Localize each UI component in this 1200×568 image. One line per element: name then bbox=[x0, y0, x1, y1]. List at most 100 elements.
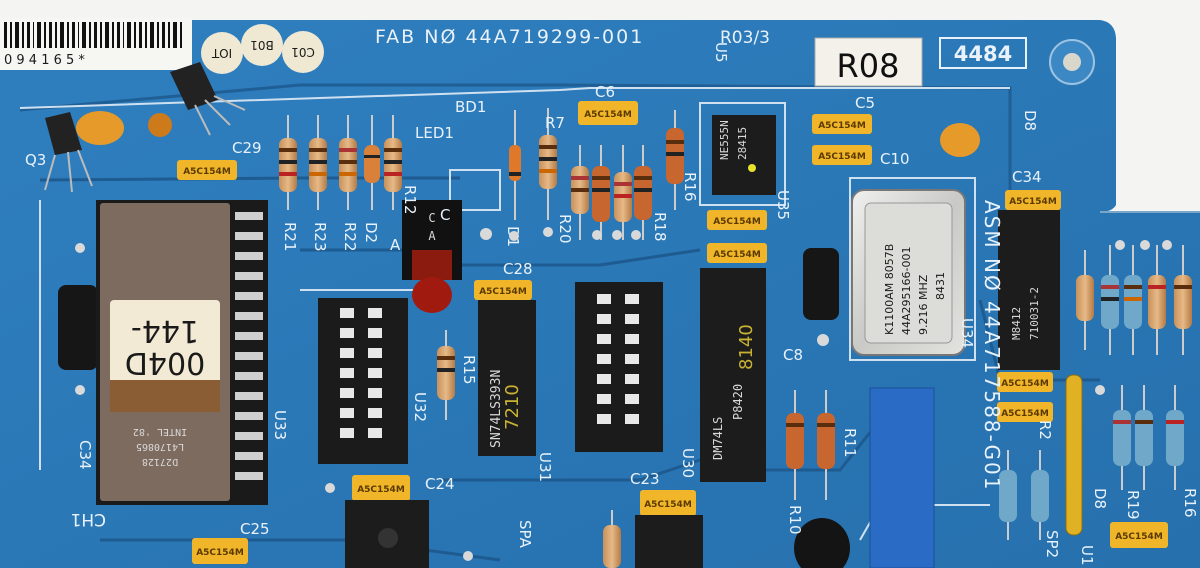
silk-label: U34 bbox=[958, 318, 976, 348]
silk-label: R16 bbox=[681, 172, 699, 202]
tantalum-capacitors: A5C154M A5C154M A5C154M A5C154M A5C154M … bbox=[177, 101, 1168, 564]
svg-text:A5C154M: A5C154M bbox=[1009, 197, 1057, 207]
svg-text:A5C154M: A5C154M bbox=[479, 287, 527, 297]
eprom-marking-line2: L4170865 bbox=[136, 441, 184, 452]
silk-label: R18 bbox=[651, 212, 669, 242]
silk-label: U31 bbox=[536, 452, 554, 482]
capacitor-c5: A5C154M bbox=[812, 114, 872, 134]
silk-label: C28 bbox=[503, 260, 533, 278]
svg-text:A: A bbox=[428, 229, 436, 243]
silk-label: C5 bbox=[855, 94, 875, 112]
svg-text:7210: 7210 bbox=[502, 384, 523, 430]
tantalum-bead-capacitor bbox=[76, 111, 124, 145]
tantalum-bead-capacitor bbox=[148, 113, 172, 137]
silkscreen-labels: C6 C5 C10 C34 C29 C28 C24 C25 C23 C8 BD1… bbox=[25, 42, 1199, 566]
resistor bbox=[1174, 245, 1192, 355]
barcode-sticker: 0 9 4 1 6 5 * bbox=[0, 18, 192, 70]
capacitor: A5C154M bbox=[1110, 522, 1168, 548]
svg-text:A5C154M: A5C154M bbox=[1001, 379, 1049, 389]
silk-label: D8 bbox=[1091, 488, 1109, 509]
tantalum-bead-capacitor bbox=[940, 123, 980, 157]
transistor bbox=[794, 518, 850, 568]
silk-label: R11 bbox=[841, 428, 859, 458]
silk-label: BD1 bbox=[455, 98, 486, 116]
capacitor-c29: A5C154M bbox=[177, 160, 237, 180]
capacitor: A5C154M bbox=[707, 210, 767, 230]
silk-label: R20 bbox=[556, 214, 574, 244]
led-indicator: C A bbox=[402, 200, 462, 313]
capacitor-c24: A5C154M bbox=[352, 475, 410, 501]
crystal-oscillator: K1100AM 8057B 44A295166-001 9.216 MHZ 84… bbox=[851, 189, 966, 356]
silk-label: R21 bbox=[281, 222, 299, 252]
silk-label: D8 bbox=[1021, 110, 1039, 131]
resistor bbox=[1113, 385, 1131, 490]
silk-label: Q3 bbox=[25, 151, 46, 169]
svg-text:NE555N: NE555N bbox=[718, 120, 731, 160]
silk-label: C24 bbox=[425, 475, 455, 493]
silk-label: C23 bbox=[630, 470, 660, 488]
resistor-r11 bbox=[817, 390, 835, 500]
svg-text:A5C154M: A5C154M bbox=[713, 217, 761, 227]
silk-label: U30 bbox=[679, 448, 697, 478]
svg-text:A5C154M: A5C154M bbox=[713, 250, 761, 260]
resistor bbox=[1124, 245, 1142, 355]
transistor-q3 bbox=[44, 112, 93, 193]
silk-label: C bbox=[440, 206, 450, 224]
silk-label: C29 bbox=[232, 139, 262, 157]
board-code-box: 4484 bbox=[939, 37, 1027, 69]
resistor-r7 bbox=[539, 108, 557, 220]
resistor bbox=[364, 115, 380, 210]
dot-sticker-label: C01 bbox=[291, 45, 315, 59]
eprom-label-line2: 004D bbox=[125, 345, 205, 380]
silk-label: R15 bbox=[460, 355, 478, 385]
ic-u32: SN74LS393N 7210 bbox=[478, 300, 536, 456]
dot-sticker-label: IOT bbox=[211, 46, 232, 60]
resistor bbox=[571, 145, 589, 240]
resistor bbox=[1148, 245, 1166, 355]
dip-socket bbox=[575, 282, 663, 452]
resistor bbox=[592, 145, 610, 240]
silk-label: C10 bbox=[880, 150, 910, 168]
capacitor-c28: A5C154M bbox=[474, 280, 532, 300]
svg-text:A5C154M: A5C154M bbox=[183, 167, 231, 177]
capacitor: A5C154M bbox=[997, 402, 1053, 422]
mounting-hole bbox=[1049, 39, 1095, 85]
resistor bbox=[339, 115, 357, 210]
dip-socket-u32 bbox=[318, 298, 408, 464]
resistor bbox=[279, 115, 297, 210]
silk-label: C34 bbox=[76, 440, 94, 470]
silk-label: R22 bbox=[341, 222, 359, 252]
fab-number-label: FAB NØ 44A719299-001 bbox=[375, 26, 644, 48]
svg-text:9.216 MHZ: 9.216 MHZ bbox=[917, 274, 930, 335]
capacitor-c34: A5C154M bbox=[1005, 190, 1061, 210]
svg-text:4484: 4484 bbox=[954, 42, 1012, 66]
revision-sticker: R08 bbox=[814, 37, 923, 87]
capacitor-c6: A5C154M bbox=[578, 101, 638, 125]
capacitor: A5C154M bbox=[812, 145, 872, 165]
capacitor-c25: A5C154M bbox=[192, 538, 248, 564]
resistor bbox=[1101, 245, 1119, 355]
capacitor-c23: A5C154M bbox=[640, 490, 696, 516]
svg-text:A5C154M: A5C154M bbox=[584, 110, 632, 120]
diode-d1 bbox=[509, 110, 521, 220]
silkscreen-lines bbox=[19, 87, 1010, 541]
silk-label: SPA bbox=[516, 520, 534, 549]
silk-label: C6 bbox=[595, 83, 615, 101]
ic-u30: DM74LS P8420 8140 bbox=[700, 268, 766, 482]
silk-label: D2 bbox=[362, 222, 380, 243]
resistor-r18 bbox=[634, 145, 652, 240]
svg-text:44A295166-001: 44A295166-001 bbox=[900, 247, 913, 335]
svg-text:A5C154M: A5C154M bbox=[1115, 532, 1163, 542]
axial-diode bbox=[58, 285, 98, 370]
capacitor: A5C154M bbox=[997, 372, 1053, 392]
silk-label: SP2 bbox=[1043, 530, 1061, 558]
resistor bbox=[309, 115, 327, 210]
svg-text:A5C154M: A5C154M bbox=[357, 485, 405, 495]
resistor bbox=[1031, 450, 1049, 540]
svg-text:A5C154M: A5C154M bbox=[196, 548, 244, 558]
svg-text:A5C154M: A5C154M bbox=[818, 152, 866, 162]
eprom-chip: 144- 004D INTEL '82 L4170865 D27128 bbox=[96, 200, 268, 505]
dot-stickers: IOT B01 C01 bbox=[201, 24, 324, 74]
